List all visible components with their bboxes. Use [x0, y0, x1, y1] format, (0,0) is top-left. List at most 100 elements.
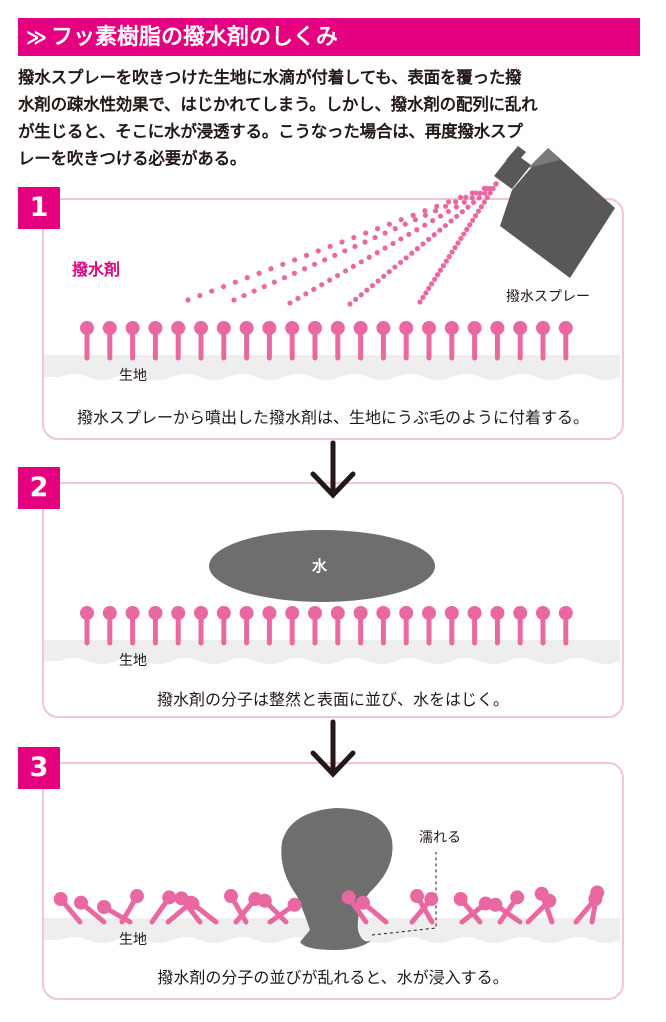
- spray-droplet: [461, 199, 467, 205]
- spray-droplet: [398, 217, 404, 223]
- molecule-row-3: [53, 885, 605, 925]
- spray-droplet: [459, 209, 465, 215]
- spray-droplet: [434, 203, 440, 209]
- spray-droplet: [381, 273, 387, 279]
- step-number: 1: [18, 187, 60, 229]
- step-number: 3: [18, 747, 60, 789]
- spray-droplet: [268, 266, 274, 272]
- molecule-icon: [80, 606, 94, 646]
- spray-droplet: [484, 195, 490, 201]
- spray-droplet: [231, 297, 237, 303]
- spray-droplet: [490, 185, 496, 192]
- intro-line: レーを吹きつける必要がある。: [18, 149, 247, 168]
- spray-droplet: [432, 276, 438, 282]
- molecule-icon: [513, 321, 528, 361]
- molecule-icon: [534, 886, 555, 925]
- spray-droplet: [423, 290, 429, 296]
- spray-droplet: [232, 279, 238, 285]
- wet-leader-line: [371, 852, 437, 936]
- spray-droplet: [342, 248, 348, 254]
- molecule-icon: [185, 896, 219, 925]
- spray-droplet: [382, 230, 388, 236]
- title-banner: ≫フッ素樹脂の撥水剤のしくみ: [18, 18, 640, 56]
- molecule-icon: [224, 889, 249, 925]
- molecule-icon: [488, 897, 523, 925]
- spray-droplet: [303, 252, 310, 258]
- spray-droplet: [374, 250, 380, 256]
- spray-can-icon: [494, 146, 615, 278]
- spray-droplet: [372, 234, 378, 241]
- spray-droplet: [470, 199, 477, 206]
- spray-droplet: [197, 292, 203, 299]
- spray-droplet: [311, 286, 317, 292]
- molecule-icon: [356, 895, 389, 925]
- spray-droplet: [475, 208, 482, 214]
- spray-droplet: [342, 268, 349, 274]
- spray-droplet: [432, 208, 439, 214]
- spray-droplet: [431, 232, 437, 238]
- spray-droplet: [327, 243, 333, 250]
- molecule-icon: [262, 321, 277, 361]
- spray-droplet: [241, 292, 247, 299]
- spray-droplet: [437, 213, 444, 219]
- molecule-icon: [194, 321, 208, 361]
- spray-droplet: [473, 190, 479, 196]
- molecule-icon: [262, 606, 277, 646]
- spray-droplet: [446, 254, 452, 260]
- spray-droplet: [398, 236, 404, 242]
- spray-droplet: [414, 227, 420, 233]
- spray-droplet: [482, 190, 488, 196]
- spray-droplet: [448, 218, 454, 224]
- molecule-icon: [285, 321, 300, 361]
- molecule-icon: [285, 606, 300, 646]
- molecule-icon: [467, 606, 482, 646]
- spray-droplet: [402, 221, 408, 227]
- water-label: 水: [312, 557, 328, 575]
- down-arrow-icon: [310, 719, 356, 778]
- molecule-icon: [308, 321, 322, 361]
- molecule-icon: [376, 321, 391, 361]
- spray-droplet: [244, 275, 250, 281]
- molecule-icon: [399, 606, 414, 646]
- molecule-icon: [536, 606, 550, 646]
- spray-droplet: [390, 240, 396, 247]
- spray-droplet: [352, 243, 358, 250]
- spray-droplet: [455, 240, 461, 246]
- step-2-caption: 撥水剤の分子は整然と表面に並び、水をはじく。: [156, 690, 509, 709]
- spray-droplet: [470, 217, 476, 223]
- intro-paragraph: 撥水スプレーを吹きつけた生地に水滴が付着しても、表面を覆った撥 水剤の疎水性効果…: [18, 64, 642, 172]
- spray-droplet: [454, 213, 460, 219]
- spray-droplet: [281, 275, 287, 281]
- spray-droplet: [319, 282, 325, 288]
- spray-droplet: [375, 278, 381, 284]
- spray-droplet: [487, 190, 493, 196]
- molecule-icon: [376, 606, 391, 646]
- molecule-icon: [267, 897, 302, 925]
- spray-droplet: [322, 257, 328, 263]
- spray-label: 撥水スプレー: [506, 289, 590, 305]
- spray-droplet: [426, 236, 432, 242]
- spray-droplet: [292, 257, 298, 263]
- spray-droplet: [422, 222, 428, 228]
- molecule-icon: [171, 321, 186, 361]
- molecule-icon: [490, 321, 505, 361]
- spray-droplet: [363, 230, 369, 236]
- spray-droplet: [220, 284, 227, 290]
- spray-droplet: [392, 226, 398, 232]
- molecule-icon: [239, 606, 254, 646]
- molecule-icon: [558, 606, 573, 646]
- spray-droplet: [209, 288, 215, 294]
- spray-droplet: [251, 288, 257, 294]
- spray-droplet: [382, 245, 388, 251]
- spray-droplet: [358, 292, 364, 298]
- spray-droplet: [303, 291, 309, 297]
- molecule-icon: [513, 606, 528, 646]
- spray-droplet: [185, 297, 191, 303]
- spray-droplet: [476, 195, 482, 201]
- spray-droplet: [426, 285, 432, 291]
- down-arrow-icon: [310, 440, 356, 499]
- spray-droplet: [461, 231, 467, 237]
- spray-droplet: [271, 279, 277, 285]
- molecule-icon: [353, 606, 368, 646]
